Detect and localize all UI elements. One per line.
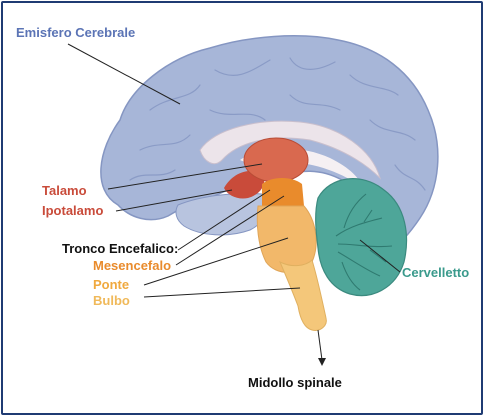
temporal-lobe (175, 193, 267, 236)
leader-midollo (317, 329, 323, 361)
leader-ipotalamo (115, 189, 233, 212)
label-cervelletto: Cervelletto (402, 265, 470, 280)
label-mesencefalo: Mesencefalo (93, 258, 172, 273)
thalamus-shape (243, 137, 309, 183)
leader-bulbo (143, 287, 301, 298)
leader-talamo (107, 163, 263, 190)
label-ipotalamo: Ipotalamo (42, 203, 104, 218)
leader-emisfero (67, 43, 181, 105)
leader-cervelletto (359, 239, 401, 273)
label-midollo-spinale: Midollo spinale (248, 375, 342, 390)
midbrain-shape (262, 178, 304, 206)
medulla-shape (279, 259, 327, 331)
label-talamo: Talamo (42, 183, 87, 198)
gyri-lines (129, 57, 426, 191)
leader-mesencefalo (175, 195, 285, 266)
arbor-vitae (335, 193, 393, 291)
label-bulbo: Bulbo (93, 293, 130, 308)
leader-lines (67, 43, 401, 361)
label-tronco-encefalico: Tronco Encefalico: (62, 241, 179, 256)
hypothalamus-shape (224, 170, 265, 199)
corpus-callosum (199, 120, 382, 180)
leader-ponte (143, 237, 289, 286)
label-ponte: Ponte (93, 277, 130, 292)
arrow-head-midollo (318, 358, 326, 366)
leader-tronco (177, 189, 271, 251)
label-emisfero-cerebrale: Emisfero Cerebrale (16, 25, 136, 40)
cerebellum-shape (315, 178, 408, 296)
pons-shape (256, 205, 317, 273)
